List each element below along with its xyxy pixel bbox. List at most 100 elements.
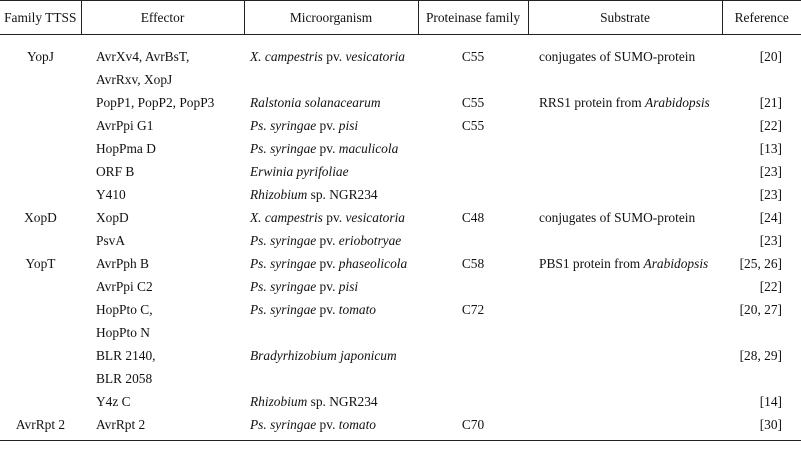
- header-proteinase: Proteinase family: [417, 0, 528, 35]
- effector-table: Family TTSS Effector Microorganism Prote…: [0, 0, 801, 441]
- microorganism-part: X. campestris: [250, 49, 323, 64]
- microorganism-part: Bradyrhizobium japonicum: [250, 348, 397, 363]
- microorganism-part: Ps. syringae: [250, 279, 317, 294]
- table-row: AvrRxv, XopJ: [0, 68, 801, 91]
- microorganism-part: pv.: [316, 118, 339, 133]
- cell-reference: [23]: [759, 233, 782, 248]
- cell-substrate: [528, 275, 722, 298]
- cell-effector: BLR 2140,: [96, 348, 156, 363]
- microorganism-part: pisi: [338, 118, 359, 133]
- microorganism-part: pv.: [322, 49, 346, 64]
- cell-substrate: [528, 68, 722, 91]
- cell-family: [0, 114, 81, 137]
- microorganism-part: tomato: [338, 302, 376, 317]
- table-row: BLR 2140, Bradyrhizobium japonicum [28, 29…: [0, 344, 801, 367]
- cell-effector: AvrPpi C2: [96, 279, 153, 294]
- cell-reference: [21]: [759, 95, 782, 110]
- cell-reference: [23]: [759, 187, 782, 202]
- cell-substrate: [528, 344, 722, 367]
- cell-proteinase: C55: [461, 118, 485, 133]
- cell-reference: [23]: [759, 164, 782, 179]
- cell-reference: [25, 26]: [739, 256, 782, 271]
- cell-family: [0, 183, 81, 206]
- cell-microorganism: [244, 321, 418, 344]
- cell-reference: [28, 29]: [739, 348, 782, 363]
- microorganism-part: pv.: [316, 141, 339, 156]
- cell-substrate: conjugates of SUMO-protein: [528, 35, 722, 69]
- cell-substrate: PBS1 protein from Arabidopsis: [528, 252, 722, 275]
- cell-family: YopT: [25, 256, 56, 271]
- cell-effector: Y4z C: [96, 394, 131, 409]
- microorganism-part: vesicatoria: [345, 210, 405, 225]
- cell-effector: HopPma D: [96, 141, 156, 156]
- effector-table-container: Family TTSS Effector Microorganism Prote…: [0, 0, 801, 441]
- cell-proteinase: [418, 367, 528, 390]
- cell-microorganism: Bradyrhizobium japonicum: [244, 344, 418, 367]
- microorganism-part: Ralstonia solanacearum: [250, 95, 381, 110]
- cell-family: [0, 160, 81, 183]
- cell-reference: [722, 68, 801, 91]
- microorganism-part: pv.: [316, 417, 339, 432]
- cell-family: [0, 298, 81, 321]
- cell-family: [0, 321, 81, 344]
- cell-substrate: conjugates of SUMO-protein: [528, 206, 722, 229]
- cell-microorganism: [244, 367, 418, 390]
- cell-proteinase: C70: [418, 413, 528, 441]
- microorganism-part: pv.: [316, 279, 339, 294]
- microorganism-part: vesicatoria: [345, 49, 405, 64]
- cell-proteinase: [418, 229, 528, 252]
- microorganism-part: pv.: [316, 256, 339, 271]
- cell-family: [0, 275, 81, 298]
- microorganism-part: pisi: [338, 279, 359, 294]
- substrate-text: conjugates of SUMO-protein: [539, 49, 696, 64]
- microorganism-part: eriobotryae: [338, 233, 402, 248]
- microorganism-part: pv.: [322, 210, 346, 225]
- cell-effector: PopP1, PopP2, PopP3: [96, 95, 215, 110]
- cell-substrate: [528, 390, 722, 413]
- cell-reference: [20]: [759, 49, 782, 64]
- cell-effector: AvrPpi G1: [96, 118, 154, 133]
- microorganism-part: sp. NGR234: [307, 187, 378, 202]
- cell-reference: [13]: [759, 141, 782, 156]
- table-row: HopPto N: [0, 321, 801, 344]
- cell-microorganism: Ralstonia solanacearum: [244, 91, 418, 114]
- header-family: Family TTSS: [0, 0, 81, 35]
- microorganism-part: Rhizobium: [250, 394, 308, 409]
- cell-effector: ORF B: [96, 164, 135, 179]
- cell-proteinase: [418, 68, 528, 91]
- microorganism-part: pv.: [316, 233, 339, 248]
- cell-proteinase: C55: [461, 95, 485, 110]
- cell-microorganism: [244, 68, 418, 91]
- cell-substrate: [528, 298, 722, 321]
- substrate-text: conjugates of SUMO-protein: [539, 210, 696, 225]
- cell-substrate: [528, 137, 722, 160]
- cell-effector: BLR 2058: [96, 371, 153, 386]
- cell-reference: [14]: [759, 394, 782, 409]
- cell-microorganism: Ps. syringae pv. pisi: [244, 275, 418, 298]
- cell-reference: [722, 367, 801, 390]
- table-row: BLR 2058: [0, 367, 801, 390]
- header-substrate: Substrate: [527, 0, 722, 35]
- microorganism-part: phaseolicola: [338, 256, 408, 271]
- cell-microorganism: Ps. syringae pv. phaseolicola: [244, 252, 418, 275]
- microorganism-part: Ps. syringae: [250, 302, 317, 317]
- cell-proteinase: [418, 137, 528, 160]
- cell-microorganism: Ps. syringae pv. tomato: [244, 413, 418, 441]
- cell-microorganism: Ps. syringae pv. pisi: [244, 114, 418, 137]
- cell-family: AvrRpt 2: [0, 413, 81, 441]
- microorganism-part: Rhizobium: [250, 187, 308, 202]
- microorganism-part: X. campestris: [250, 210, 323, 225]
- cell-reference: [20, 27]: [739, 302, 782, 317]
- cell-microorganism: Ps. syringae pv. tomato: [244, 298, 418, 321]
- microorganism-part: Ps. syringae: [250, 141, 317, 156]
- cell-substrate: [528, 413, 722, 441]
- cell-proteinase: [418, 183, 528, 206]
